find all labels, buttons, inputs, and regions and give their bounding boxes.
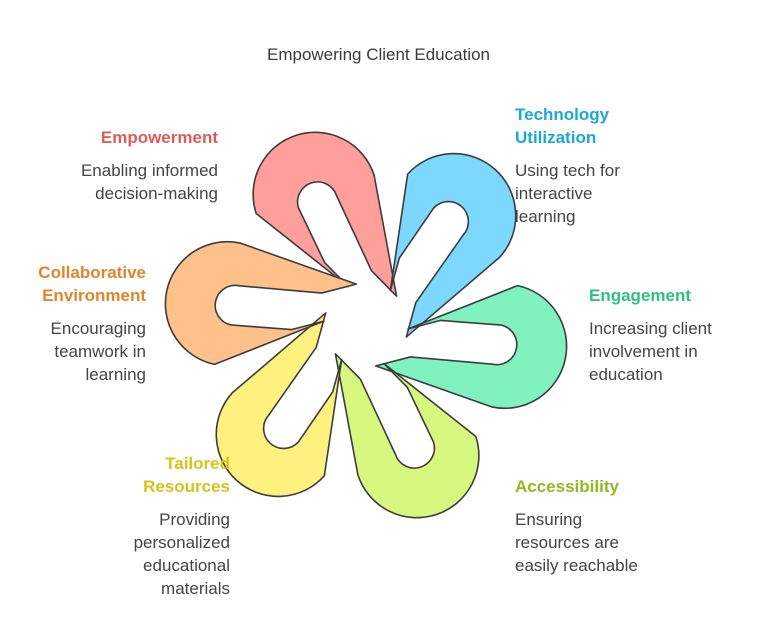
collaborative-desc: Encouraging teamwork in learning: [50, 319, 146, 384]
technology-desc: Using tech for interactive learning: [515, 161, 620, 226]
loop-technology: [389, 152, 517, 338]
technology-title: Technology Utilization: [515, 105, 610, 147]
label-technology: Technology Utilization Using tech for in…: [515, 103, 665, 228]
loop-accessibility: [334, 353, 480, 519]
loop-collaborative: [164, 240, 358, 366]
label-collaborative: Collaborative Environment Encouraging te…: [20, 261, 146, 386]
engagement-desc: Increasing client involvement in educati…: [589, 319, 712, 384]
collaborative-title: Collaborative Environment: [38, 263, 146, 305]
loop-empowerment: [252, 131, 398, 297]
accessibility-title: Accessibility: [515, 477, 619, 496]
label-empowerment: Empowerment Enabling informed decision-m…: [20, 126, 218, 205]
label-engagement: Engagement Increasing client involvement…: [589, 284, 739, 386]
loop-tailored: [215, 312, 343, 498]
empowerment-title: Empowerment: [100, 128, 218, 147]
diagram-title: Empowering Client Education: [266, 45, 490, 64]
label-tailored: Tailored Resources Providing personalize…: [80, 452, 230, 600]
tailored-desc: Providing personalized educational mater…: [133, 510, 230, 598]
accessibility-desc: Ensuring resources are easily reachable: [515, 510, 638, 575]
tailored-title: Tailored Resources: [143, 454, 230, 496]
loop-engagement: [374, 284, 568, 410]
engagement-title: Engagement: [589, 286, 692, 305]
empowerment-desc: Enabling informed decision-making: [80, 161, 218, 203]
label-accessibility: Accessibility Ensuring resources are eas…: [515, 475, 665, 577]
